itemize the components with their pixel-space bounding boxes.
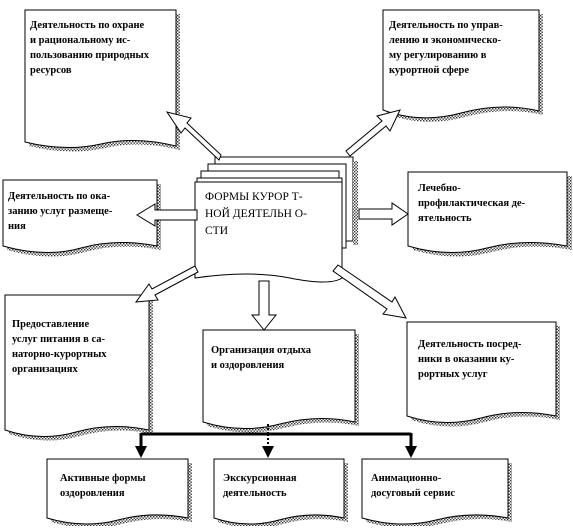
center-title-line-3: СТИ	[205, 225, 228, 237]
node-mid-right: Лечебно- профилактическая де- ятельность	[407, 171, 572, 257]
mid-left-line-3: ния	[8, 221, 26, 232]
arrow-to-low-right	[332, 264, 407, 319]
node-low-left: Предоставление услуг питания в са- натор…	[4, 294, 153, 441]
bottom-2-line-2: деятельность	[223, 488, 287, 499]
bottom-3-line-2: досуговый сервис	[371, 488, 455, 499]
bottom-3-line-1: Анимационно-	[371, 473, 442, 484]
connector-arrowhead-3	[405, 446, 417, 458]
mid-left-line-2: занию услуг размеще-	[8, 206, 113, 217]
node-top-right: Деятельность по управ- лению и экономиче…	[382, 9, 543, 122]
top-left-line-1: Деятельность по охране	[30, 20, 145, 31]
center-box: ФОРМЫ КУРОР Т- НОЙ ДЕЯТЕЛЬН О- СТИ	[194, 156, 358, 283]
node-low-right: Деятельность посред- ники в оказании ку-…	[406, 321, 560, 427]
mid-right-line-3: ятельность	[418, 213, 472, 224]
mid-left-line-1: Деятельность по ока-	[8, 191, 111, 202]
low-right-line-1: Деятельность посред-	[418, 339, 522, 350]
mid-right-line-2: профилактическая де-	[418, 198, 526, 209]
arrow-to-top-right	[345, 109, 401, 157]
arrow-to-low-left	[134, 265, 199, 303]
low-left-line-4: организациях	[12, 364, 78, 375]
arrow-to-mid-left	[136, 203, 198, 227]
node-bottom-2: Экскурсионная деятельность	[213, 458, 348, 529]
low-right-line-3: рортных услуг	[418, 369, 488, 380]
arrow-to-top-left	[165, 111, 222, 161]
top-left-line-3: пользованию природных	[30, 50, 150, 61]
node-bottom-1: Активные формы оздоровления	[46, 458, 192, 529]
low-left-line-3: наторно-курортных	[12, 349, 107, 360]
arrow-to-mid-right	[358, 202, 409, 226]
node-bottom-3: Анимационно- досуговый сервис	[361, 458, 512, 529]
center-title-line-1: ФОРМЫ КУРОР Т-	[205, 191, 303, 203]
connector-arrowhead-1	[135, 446, 147, 458]
top-left-line-2: и рациональному ис-	[30, 35, 131, 46]
bottom-2-line-1: Экскурсионная	[223, 473, 297, 484]
bottom-connector	[135, 424, 417, 458]
top-left-line-4: ресурсов	[30, 65, 72, 76]
mid-right-line-1: Лечебно-	[418, 183, 461, 194]
bottom-1-line-1: Активные формы	[60, 473, 146, 484]
center-title-line-2: НОЙ ДЕЯТЕЛЬН О-	[205, 206, 307, 220]
top-right-line-1: Деятельность по управ-	[389, 20, 503, 31]
node-top-left: Деятельность по охране и рациональному и…	[24, 9, 180, 152]
low-left-line-2: услуг питания в са-	[12, 334, 105, 345]
low-center-line-1: Организация отдыха	[211, 345, 312, 356]
low-left-line-1: Предоставление	[12, 319, 89, 330]
bottom-1-line-2: оздоровления	[60, 488, 125, 499]
top-right-line-2: лению и экономическо-	[389, 35, 502, 46]
low-right-line-2: ники в оказании ку-	[418, 354, 515, 365]
arrow-to-low-center	[250, 280, 278, 331]
connector-arrowhead-2	[262, 446, 274, 458]
top-right-line-3: му регулированию в	[389, 50, 487, 61]
top-right-line-4: курортной сфере	[389, 65, 469, 76]
low-center-line-2: и оздоровления	[211, 360, 285, 371]
node-low-center: Организация отдыха и оздоровления	[202, 329, 359, 433]
node-mid-left: Деятельность по ока- занию услуг размеще…	[2, 179, 161, 257]
